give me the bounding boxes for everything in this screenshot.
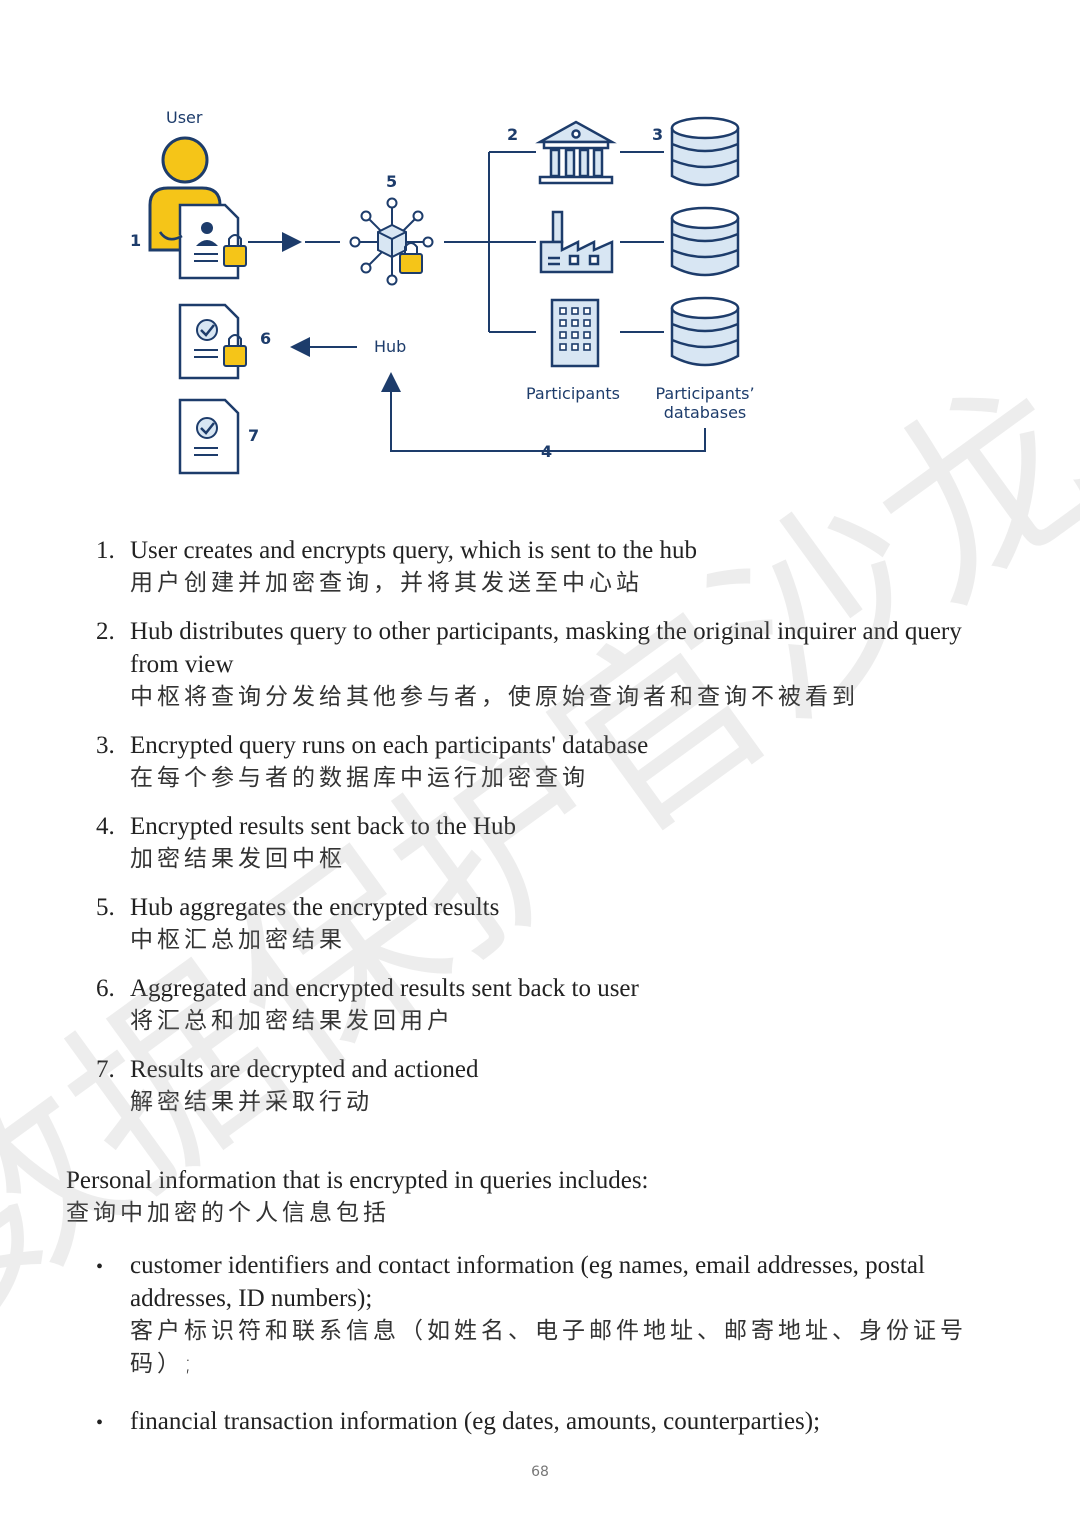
step-text-en: User creates and encrypts query, which i… — [130, 537, 697, 564]
step-text-en: Encrypted query runs on each participant… — [130, 732, 649, 759]
participants-label: Participants — [526, 384, 620, 403]
step-text-en: Results are decrypted and actioned — [130, 1056, 479, 1083]
flow-diagram: User Hub Participants Participants’ data… — [0, 0, 1080, 520]
hub-label: Hub — [374, 337, 407, 356]
step-marker-5: 5 — [386, 172, 398, 191]
step-text-zh: 在每个参与者的数据库中运行加密查询 — [130, 765, 589, 791]
step-text-en: Encrypted results sent back to the Hub — [130, 813, 517, 840]
bullet-text-en: customer identifiers and contact informa… — [130, 1252, 925, 1312]
bullet-icon: • — [96, 1412, 104, 1434]
steps-list: 1. User creates and encrypts query, whic… — [96, 534, 1016, 1134]
bullet-list: • customer identifiers and contact infor… — [96, 1249, 1016, 1465]
encrypted-document-icon — [178, 203, 247, 280]
databases-label-line1: Participants’ — [655, 384, 755, 403]
list-item: • financial transaction information (eg … — [96, 1405, 1016, 1441]
list-item: • customer identifiers and contact infor… — [96, 1249, 1016, 1381]
list-item: 5. Hub aggregates the encrypted results … — [96, 891, 1016, 957]
intro-text-en: Personal information that is encrypted i… — [66, 1167, 649, 1194]
hub-network-icon — [349, 197, 434, 286]
database-icon — [670, 296, 740, 367]
step-marker-6: 6 — [260, 329, 272, 348]
list-item: 2. Hub distributes query to other partic… — [96, 615, 1016, 714]
step-marker-3: 3 — [652, 125, 664, 144]
bullet-text-en: financial transaction information (eg da… — [130, 1408, 821, 1435]
list-item: 3. Encrypted query runs on each particip… — [96, 729, 1016, 795]
step-text-zh: 用户创建并加密查询，并将其发送至中心站 — [130, 570, 643, 596]
intro-text-zh: 查询中加密的个人信息包括 — [66, 1200, 390, 1226]
step-text-en: Hub aggregates the encrypted results — [130, 894, 500, 921]
checked-document-icon — [178, 398, 240, 475]
step-number: 3. — [96, 732, 115, 759]
step-number: 5. — [96, 894, 115, 921]
step-text-zh: 中枢将查询分发给其他参与者，使原始查询者和查询不被看到 — [130, 684, 859, 710]
bullet-text-zh: 客户标识符和联系信息（如姓名、电子邮件地址、邮寄地址、身份证号码）; — [130, 1318, 967, 1377]
step-number: 2. — [96, 618, 115, 645]
step-text-zh: 解密结果并采取行动 — [130, 1089, 373, 1115]
diagram-graphics — [148, 116, 740, 475]
databases-label: Participants’ databases — [650, 384, 760, 422]
step-text-zh: 将汇总和加密结果发回用户 — [130, 1008, 454, 1034]
databases-label-line2: databases — [663, 403, 747, 422]
step-text-zh: 中枢汇总加密结果 — [130, 927, 346, 953]
page-number: 68 — [531, 1464, 549, 1480]
step-text-en: Hub distributes query to other participa… — [130, 618, 962, 678]
factory-icon — [539, 210, 614, 274]
list-item: 7. Results are decrypted and actioned 解密… — [96, 1053, 1016, 1119]
step-marker-7: 7 — [248, 426, 260, 445]
intro-paragraph: Personal information that is encrypted i… — [66, 1164, 1016, 1230]
list-item: 6. Aggregated and encrypted results sent… — [96, 972, 1016, 1038]
database-icon — [670, 206, 740, 277]
step-marker-1: 1 — [130, 231, 142, 250]
step-marker-4: 4 — [541, 442, 553, 461]
bank-icon — [535, 120, 617, 185]
step-number: 1. — [96, 537, 115, 564]
database-icon — [670, 116, 740, 187]
step-number: 7. — [96, 1056, 115, 1083]
step-text-en: Aggregated and encrypted results sent ba… — [130, 975, 639, 1002]
user-label: User — [166, 108, 203, 127]
office-building-icon — [550, 298, 600, 368]
step-marker-2: 2 — [507, 125, 519, 144]
step-number: 4. — [96, 813, 115, 840]
step-number: 6. — [96, 975, 115, 1002]
step-text-zh: 加密结果发回中枢 — [130, 846, 346, 872]
list-item: 4. Encrypted results sent back to the Hu… — [96, 810, 1016, 876]
list-item: 1. User creates and encrypts query, whic… — [96, 534, 1016, 600]
bullet-icon: • — [96, 1256, 104, 1278]
checked-document-icon — [178, 303, 247, 380]
